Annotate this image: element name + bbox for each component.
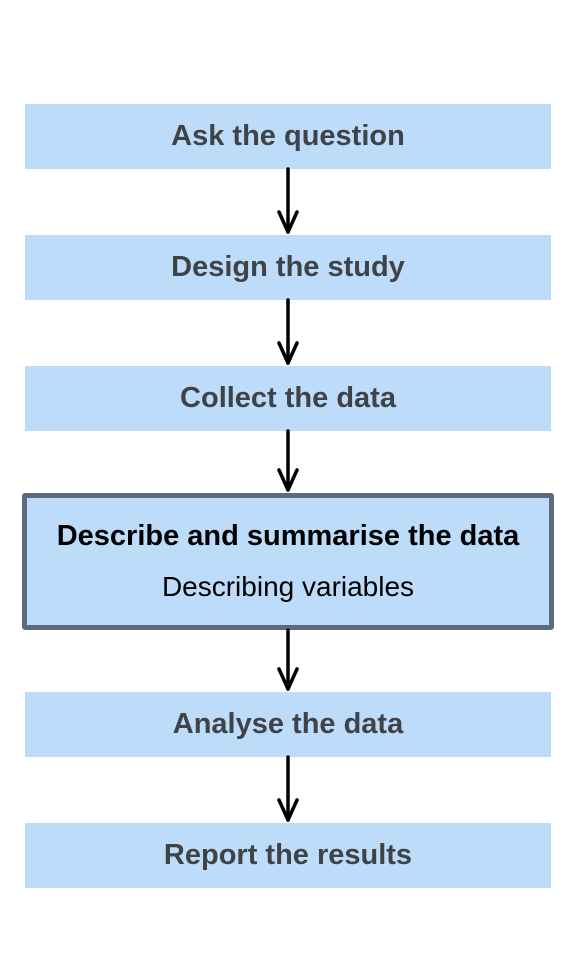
step-label: Ask the question [171,120,405,152]
step-label: Describe and summarise the data [56,520,520,552]
step-label: Report the results [163,839,413,871]
arrow-4 [277,628,299,691]
arrow-2 [277,298,299,365]
step-design-study: Design the study [25,235,551,300]
step-analyse-data: Analyse the data [25,692,551,757]
step-ask-question: Ask the question [25,104,551,169]
step-label: Collect the data [180,382,396,414]
arrow-3 [277,429,299,492]
step-label: Analyse the data [172,708,404,740]
arrow-5 [277,755,299,822]
arrow-1 [277,167,299,234]
step-report-results: Report the results [25,823,551,888]
step-describe-summarise-data: Describe and summarise the data Describi… [22,493,554,630]
step-label: Design the study [171,251,405,283]
step-collect-data: Collect the data [25,366,551,431]
step-sublabel: Describing variables [161,571,415,602]
